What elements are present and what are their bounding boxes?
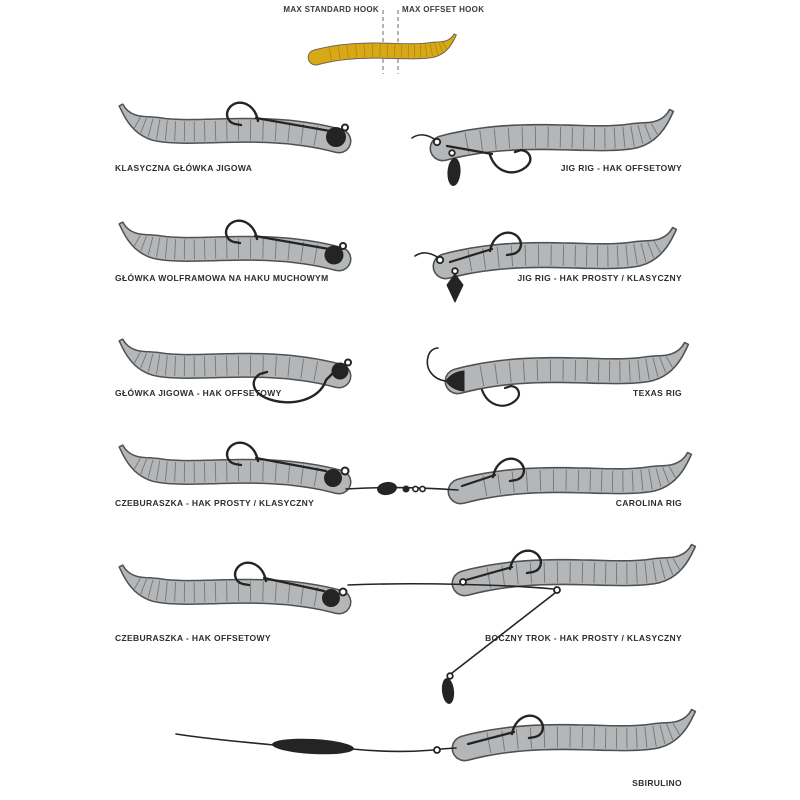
worm-lure: [451, 708, 697, 762]
rig-cheburashka-offset: [118, 561, 352, 615]
rig-boczny-trok: [347, 543, 697, 704]
rig-label-cheburashka-offset: CZEBURASZKA - HAK OFFSETOWY: [115, 633, 271, 643]
max-offset-hook-label: MAX OFFSET HOOK: [402, 5, 485, 14]
rig-jig-offset: [118, 338, 352, 404]
max-standard-hook-label: MAX STANDARD HOOK: [283, 5, 379, 14]
rig-label-boczny-trok: BOCZNY TROK - HAK PROSTY / KLASYCZNY: [485, 633, 682, 643]
worm-lure: [432, 226, 678, 280]
rig-label-jig-classic: KLASYCZNA GŁÓWKA JIGOWA: [115, 163, 253, 173]
worm-lure: [118, 103, 352, 154]
worm-lure: [444, 341, 690, 395]
rig-label-carolina: CAROLINA RIG: [615, 498, 682, 508]
worm-lure: [429, 108, 675, 162]
worm-lure: [118, 338, 352, 389]
rig-label-cheburashka-straight: CZEBURASZKA - HAK PROSTY / KLASYCZNY: [115, 498, 315, 508]
rig-label-sbirulino: SBIRULINO: [632, 778, 682, 788]
rig-label-tungsten-fly: GŁÓWKA WOLFRAMOWA NA HAKU MUCHOWYM: [115, 273, 329, 283]
rig-label-jig-offset: GŁÓWKA JIGOWA - HAK OFFSETOWY: [115, 388, 282, 398]
worm-lure: [307, 33, 457, 66]
rig-jig-rig-offset: [411, 108, 675, 186]
rig-label-jig-rig-offset: JIG RIG - HAK OFFSETOWY: [560, 163, 682, 173]
rig-label-texas: TEXAS RIG: [633, 388, 682, 398]
worm-lure: [118, 221, 352, 272]
rig-cheburashka-straight: [118, 441, 352, 495]
rig-sbirulino: [175, 708, 697, 762]
worm-lure: [451, 543, 697, 597]
rig-tungsten-fly: [118, 219, 352, 272]
rig-texas: [426, 341, 690, 407]
hook-size-gauge: [307, 10, 457, 74]
rig-jig-rig-straight: [414, 226, 678, 303]
worm-lure: [118, 564, 352, 615]
rig-label-jig-rig-straight: JIG RIG - HAK PROSTY / KLASYCZNY: [517, 273, 682, 283]
rig-carolina: [345, 451, 693, 505]
rig-jig-classic: [118, 101, 352, 154]
